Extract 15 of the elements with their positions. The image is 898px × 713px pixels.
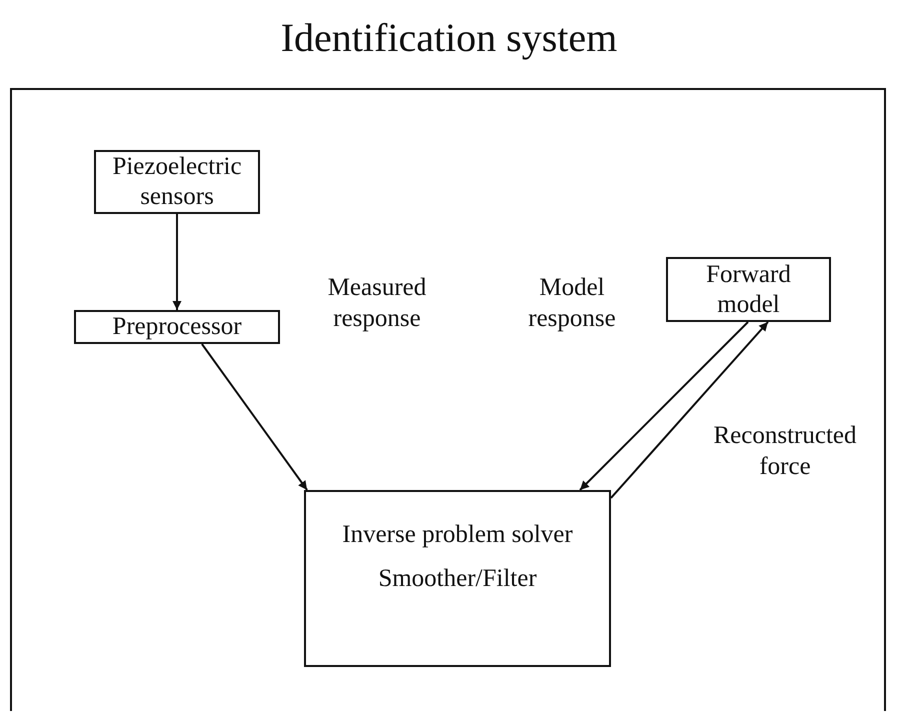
process-box	[666, 257, 831, 322]
process-box	[304, 490, 611, 667]
arrow	[610, 321, 769, 499]
process-box	[74, 310, 280, 344]
box-label: Preprocessor	[112, 312, 242, 342]
box-label: Forward model	[705, 260, 792, 320]
arrow	[201, 343, 308, 491]
arrow	[172, 214, 182, 310]
box-label: Smoother/Filter	[378, 564, 537, 594]
box-label: Inverse problem solver	[342, 520, 573, 550]
arrow	[579, 321, 749, 491]
diagram-title: Identification system	[280, 14, 618, 61]
process-box	[94, 150, 260, 214]
system-frame	[10, 88, 886, 711]
box-label: Piezoelectric sensors	[111, 152, 243, 212]
